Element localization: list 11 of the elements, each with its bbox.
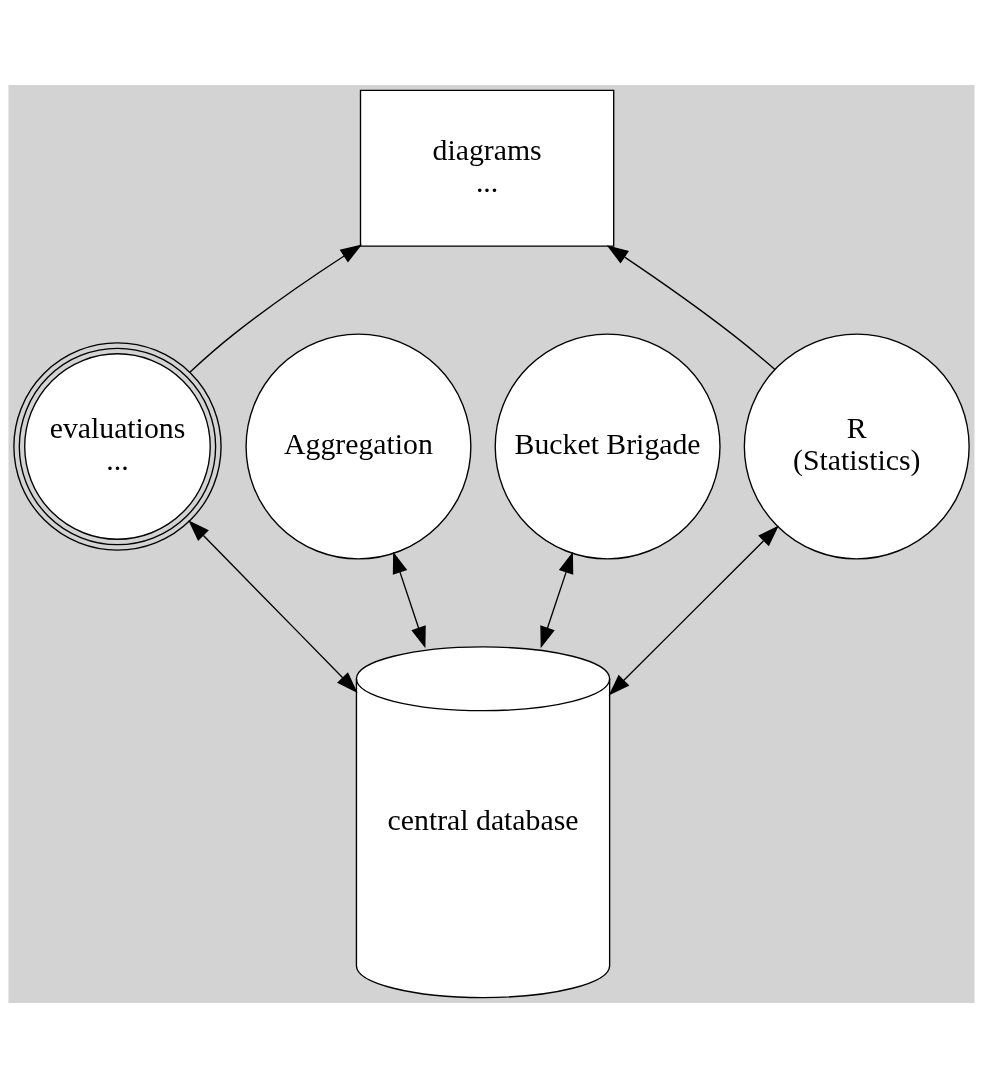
node-circle: Aggregation [245, 333, 472, 560]
node-box: diagrams ... [359, 89, 615, 247]
arrow [608, 525, 779, 696]
arrow [392, 551, 426, 649]
arrow [189, 244, 362, 373]
arrow [540, 551, 574, 649]
arrow [188, 520, 358, 693]
node-circle: Bucket Brigade [494, 333, 721, 560]
node-circle: evaluations ... [13, 342, 222, 551]
arrow [606, 245, 776, 370]
node-circle: R (Statistics) [743, 333, 970, 560]
